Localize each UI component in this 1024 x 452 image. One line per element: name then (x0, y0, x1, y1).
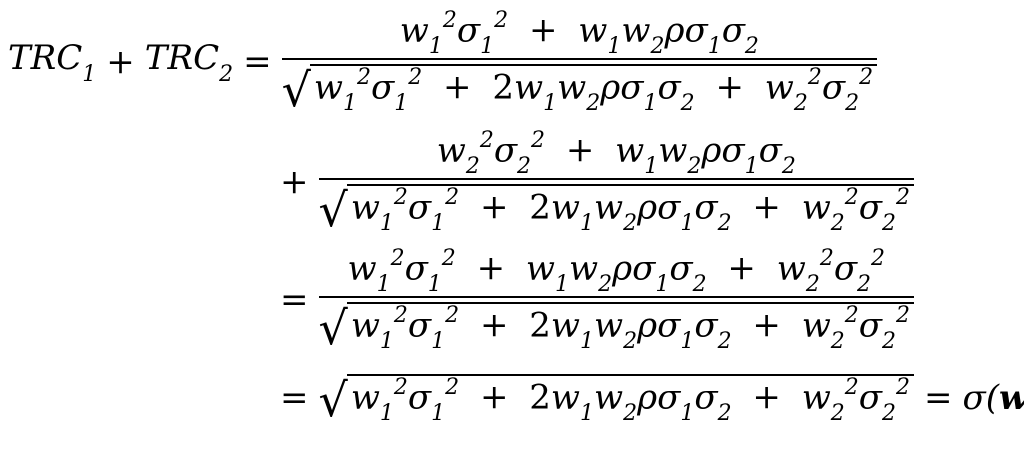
sqrt-4-radicand: w12σ12 + 2w1w2ρσ1σ2 + w22σ22 (346, 374, 915, 425)
equation-line-1: TRC1 + TRC2 = w12σ12 + w1w2ρσ1σ2 √ w12σ1… (8, 8, 878, 117)
sqrt-1: √ w12σ12 + 2w1w2ρσ1σ2 + w22σ22 (281, 62, 878, 117)
fraction-2-numerator: w22σ22 + w1w2ρσ1σ2 (436, 128, 796, 180)
sqrt-3: √ w12σ12 + 2w1w2ρσ1σ2 + w22σ22 (318, 300, 915, 355)
sqrt-2: √ w12σ12 + 2w1w2ρσ1σ2 + w22σ22 (318, 182, 915, 237)
sqrt-sign: √ (318, 300, 348, 355)
fraction-1: w12σ12 + w1w2ρσ1σ2 √ w12σ12 + 2w1w2ρσ1σ2… (281, 8, 878, 117)
lhs-trc1: TRC1 (8, 38, 97, 88)
equation-line-2: + w22σ22 + w1w2ρσ1σ2 √ w12σ12 + 2w1w2ρσ1… (270, 128, 915, 237)
fraction-3-numerator: w12σ12 + w1w2ρσ1σ2 + w22σ22 (347, 246, 886, 298)
fraction-3-bar (318, 296, 915, 299)
lhs-trc2: TRC2 (144, 38, 234, 88)
fraction-3-denominator: √ w12σ12 + 2w1w2ρσ1σ2 + w22σ22 (318, 298, 915, 355)
fraction-3: w12σ12 + w1w2ρσ1σ2 + w22σ22 √ w12σ12 + 2… (318, 246, 915, 355)
sqrt-1-radicand: w12σ12 + 2w1w2ρσ1σ2 + w22σ22 (309, 64, 878, 115)
fraction-1-denominator: √ w12σ12 + 2w1w2ρσ1σ2 + w22σ22 (281, 60, 878, 117)
equals-sign: = (280, 279, 309, 320)
equals-sign: = (243, 41, 272, 82)
equals-sign: = (280, 377, 309, 418)
sqrt-sign: √ (318, 182, 348, 237)
fraction-1-numerator: w12σ12 + w1w2ρσ1σ2 (399, 8, 759, 60)
fraction-2-denominator: √ w12σ12 + 2w1w2ρσ1σ2 + w22σ22 (318, 180, 915, 237)
sqrt-3-radicand: w12σ12 + 2w1w2ρσ1σ2 + w22σ22 (346, 302, 915, 353)
sqrt-sign: √ (318, 372, 348, 427)
fraction-2-bar (318, 178, 915, 181)
fraction-2: w22σ22 + w1w2ρσ1σ2 √ w12σ12 + 2w1w2ρσ1σ2… (318, 128, 915, 237)
equation-line-4: = √ w12σ12 + 2w1w2ρσ1σ2 + w22σ22 = σ(w) (270, 372, 1024, 427)
sqrt-sign: √ (281, 62, 311, 117)
equals-sign: = (924, 377, 953, 418)
sqrt-2-radicand: w12σ12 + 2w1w2ρσ1σ2 + w22σ22 (346, 184, 915, 235)
sqrt-4: √ w12σ12 + 2w1w2ρσ1σ2 + w22σ22 (318, 372, 915, 427)
equation-line-3: = w12σ12 + w1w2ρσ1σ2 + w22σ22 √ w12σ12 +… (270, 246, 915, 355)
sigma-of-w: σ(w) (962, 377, 1024, 418)
plus-sign: + (280, 161, 309, 202)
fraction-1-bar (281, 58, 878, 61)
plus-sign: + (106, 41, 135, 82)
